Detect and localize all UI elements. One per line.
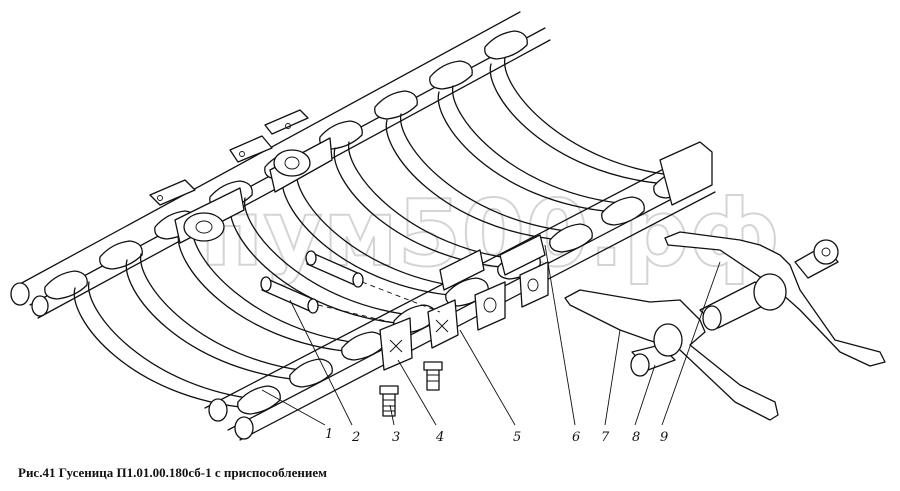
chain-link bbox=[99, 240, 143, 270]
cross-bar-edge bbox=[400, 113, 577, 233]
fixture-left-arm bbox=[564, 289, 779, 421]
cross-bar bbox=[125, 259, 303, 381]
cross-bar bbox=[281, 175, 459, 297]
callout-6: 6 bbox=[572, 430, 580, 445]
cross-bar-edge bbox=[504, 57, 681, 177]
fixture-right-arm bbox=[664, 231, 886, 367]
chain-link bbox=[289, 358, 333, 388]
chain-link bbox=[549, 223, 593, 253]
callouts: 1 2 3 4 5 6 7 8 9 bbox=[325, 427, 668, 445]
leader-lines bbox=[261, 244, 721, 426]
cross-bar-edge bbox=[296, 169, 473, 289]
chain-link bbox=[484, 30, 528, 60]
callout-5: 5 bbox=[513, 430, 521, 445]
chain-link bbox=[341, 331, 385, 361]
cross-bar bbox=[385, 119, 563, 241]
bolt-parts bbox=[379, 361, 443, 417]
callout-8: 8 bbox=[632, 430, 640, 445]
chain-link bbox=[601, 196, 645, 226]
cross-bar bbox=[489, 63, 667, 185]
cross-bar bbox=[177, 231, 355, 353]
cross-bar-edge bbox=[452, 85, 629, 205]
cross-bar-edge bbox=[244, 197, 421, 317]
chain-link bbox=[429, 60, 473, 90]
chain-link bbox=[374, 90, 418, 120]
callout-7: 7 bbox=[601, 430, 610, 445]
cross-bar-edge bbox=[140, 253, 317, 373]
callout-2: 2 bbox=[351, 430, 360, 445]
pins bbox=[260, 250, 441, 323]
chain-link bbox=[237, 385, 281, 415]
cross-bar bbox=[229, 203, 407, 325]
chain-link bbox=[44, 270, 88, 300]
cross-bar-edge bbox=[348, 141, 525, 261]
callout-9: 9 bbox=[660, 430, 668, 445]
figure-caption: Рис.41 Гусеница П1.01.00.180сб-1 с присп… bbox=[18, 465, 327, 480]
cross-bar-edge bbox=[88, 281, 265, 401]
callout-3: 3 bbox=[392, 430, 400, 445]
chain-brackets bbox=[149, 109, 549, 371]
cross-bar bbox=[437, 91, 615, 213]
callout-4: 4 bbox=[435, 430, 444, 445]
front-chain bbox=[204, 141, 716, 441]
callout-1: 1 bbox=[325, 427, 333, 442]
cross-bar bbox=[73, 287, 251, 409]
